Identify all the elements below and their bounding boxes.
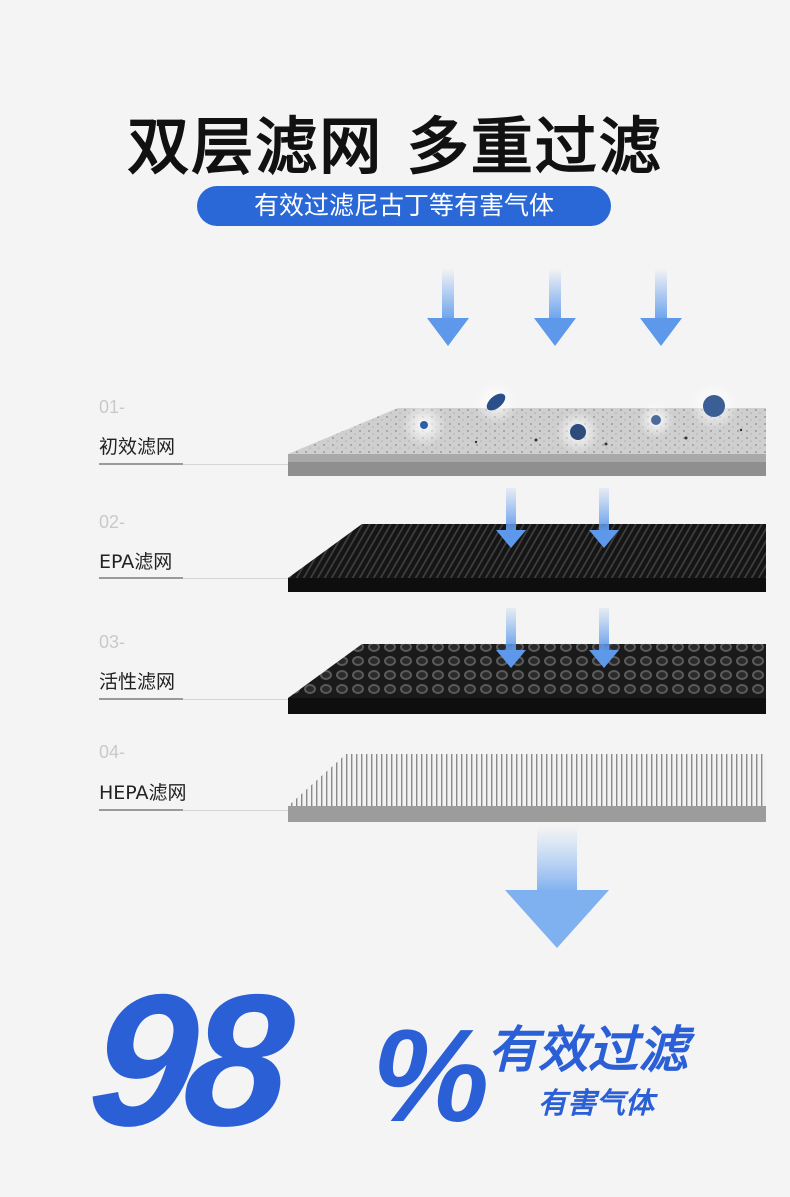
- divider: [183, 699, 293, 700]
- divider: [99, 463, 183, 465]
- prefilter-layer-image: [288, 380, 766, 476]
- divider: [99, 577, 183, 579]
- divider: [183, 578, 293, 579]
- down-arrow-icon: [589, 608, 619, 668]
- efficiency-number: 98: [80, 955, 293, 1165]
- page-title: 双层滤网 多重过滤: [127, 110, 663, 183]
- down-arrow-icon: [640, 268, 682, 346]
- epa-layer-image: [288, 524, 766, 592]
- down-arrow-icon: [496, 608, 526, 668]
- down-arrow-icon: [534, 268, 576, 346]
- down-arrow-icon: [589, 488, 619, 548]
- layer-1-number: 01-: [99, 397, 126, 417]
- percent-sign: %: [372, 1002, 490, 1149]
- divider: [99, 698, 183, 700]
- layer-2-number: 02-: [99, 512, 126, 532]
- hepa-layer-image: [288, 754, 766, 822]
- subtitle-badge: 有效过滤尼古丁等有害气体: [197, 186, 611, 226]
- layer-1-name: 初效滤网: [99, 436, 176, 458]
- layer-3-number: 03-: [99, 632, 126, 652]
- down-arrow-icon: [496, 488, 526, 548]
- down-arrow-icon: [427, 268, 469, 346]
- layer-2-name: EPA滤网: [99, 551, 173, 573]
- layer-4-name: HEPA滤网: [99, 782, 187, 804]
- efficiency-label: 有效过滤: [488, 1021, 688, 1079]
- layer-4-number: 04-: [99, 742, 126, 762]
- layer-3-name: 活性滤网: [99, 671, 176, 693]
- down-arrow-icon: [505, 826, 609, 948]
- efficiency-sublabel: 有害气体: [538, 1086, 655, 1120]
- divider: [183, 810, 293, 811]
- divider: [99, 809, 183, 811]
- divider: [183, 464, 293, 465]
- activated-layer-image: [288, 644, 766, 714]
